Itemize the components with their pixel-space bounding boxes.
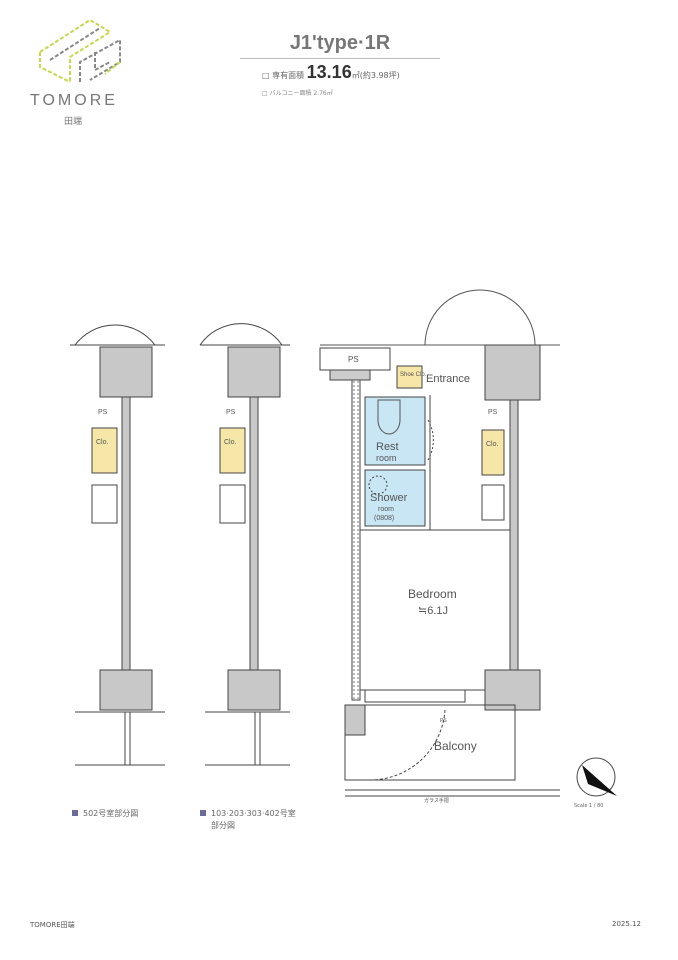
- rest-room-label: Rest: [376, 441, 399, 453]
- balcony-area: □ バルコニー面積 2.76㎡: [262, 90, 333, 97]
- strip-103-203-303-402: [199, 323, 290, 766]
- footer-left: TOMORE田端: [30, 921, 75, 929]
- strip-502-clo-label: Clo.: [96, 439, 109, 446]
- balcony-ps-label: PS: [440, 718, 447, 724]
- title-divider: [240, 58, 440, 59]
- strip-b-clo-label: Clo.: [224, 439, 237, 446]
- compass-icon: [576, 757, 617, 797]
- main-unit: [319, 289, 560, 797]
- logo-subtext: 田端: [64, 117, 83, 127]
- area-unit: ㎡(約3.98坪): [351, 71, 400, 80]
- logo: [30, 12, 125, 96]
- area-info: □ 専有面積 13.16㎡(約3.98坪): [262, 62, 400, 82]
- railing-label: ガラス手摺: [424, 797, 449, 804]
- balcony-label: Balcony: [434, 739, 477, 753]
- strip-b-ps-label: PS: [226, 409, 236, 416]
- shower-room-size: (0808): [374, 515, 394, 522]
- legend-502-label: 502号室部分図: [83, 809, 139, 818]
- page-title: J1'type·1R: [289, 32, 391, 54]
- bedroom-label: Bedroom: [408, 587, 457, 601]
- ps-label: PS: [348, 355, 359, 364]
- strip-502-ps-label: PS: [98, 409, 108, 416]
- logo-mark-icon: [39, 18, 121, 83]
- legend-other-label: 103·203·303·402号室: [211, 809, 296, 818]
- logo-text: TOMORE: [30, 92, 118, 109]
- legend-other: 103·203·303·402号室 部分図: [200, 808, 296, 832]
- area-value: 13.16: [306, 62, 352, 82]
- legend-502: 502号室部分図: [72, 808, 138, 820]
- rest-room-label-2: room: [376, 453, 397, 463]
- neighbor-ps-label: PS: [488, 409, 498, 416]
- shoe-clo-label: Shoe Clo.: [400, 372, 427, 378]
- neighbor-clo-label: Clo.: [486, 441, 499, 448]
- footer-right: 2025.12: [612, 920, 641, 928]
- shower-room-label-2: room: [378, 506, 394, 513]
- shower-room-label: Shower: [370, 492, 408, 504]
- entrance-label: Entrance: [426, 373, 470, 385]
- bedroom-size: ≒6.1J: [418, 605, 448, 617]
- legend-other-label-2: 部分図: [211, 821, 235, 830]
- balcony-area-text: バルコニー面積 2.76㎡: [269, 90, 333, 97]
- scale-label: Scale 1 / 80: [574, 803, 604, 809]
- strip-502: [70, 324, 165, 766]
- area-label: 専有面積: [272, 71, 305, 80]
